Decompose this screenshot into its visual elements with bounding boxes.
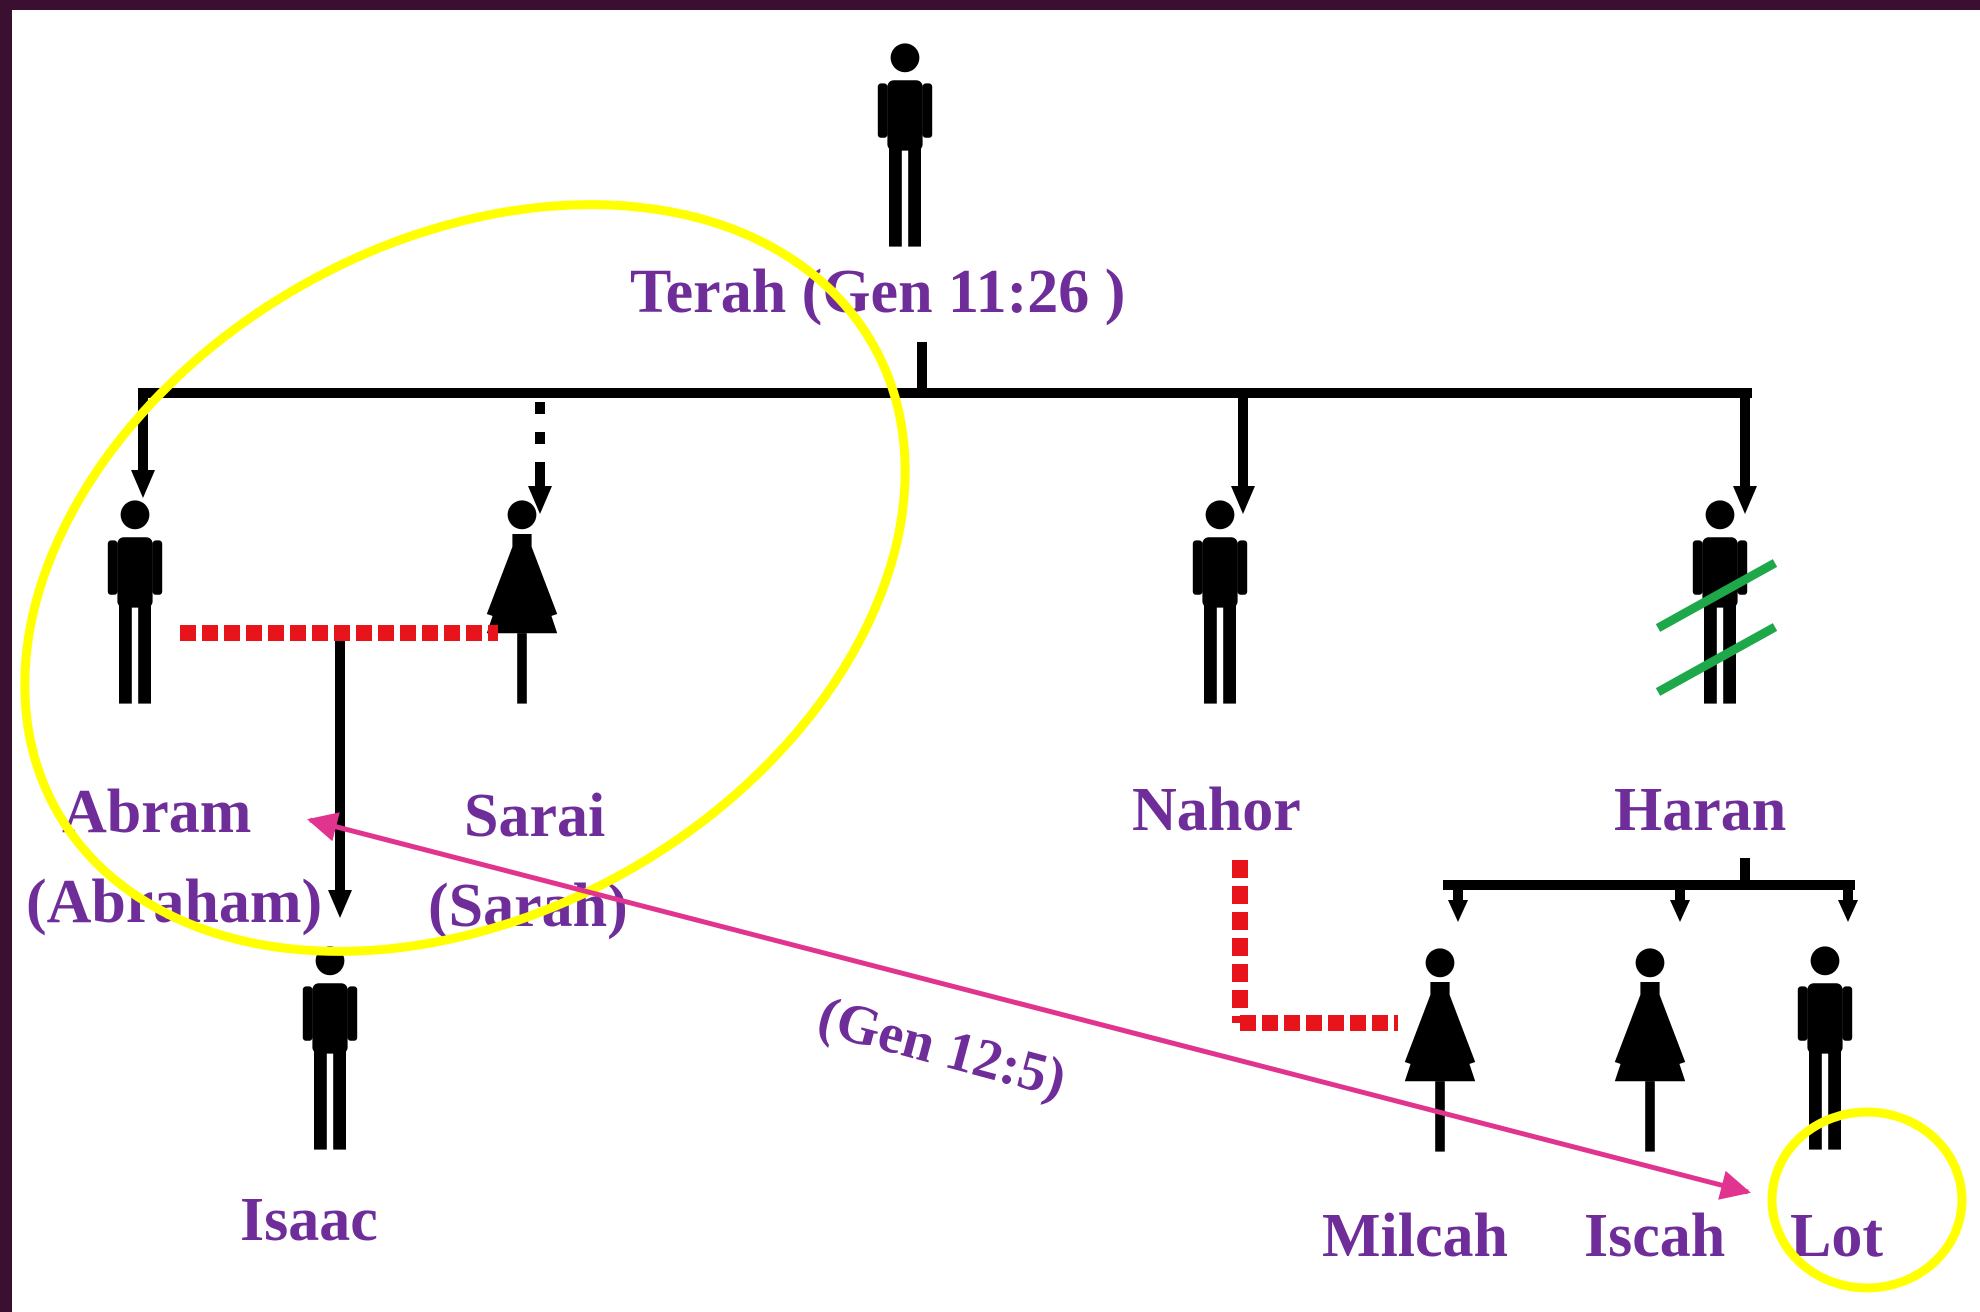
lot-label: Lot bbox=[1790, 1202, 1883, 1270]
abraham-label: (Abraham) bbox=[26, 868, 322, 936]
isaac-label: Isaac bbox=[240, 1186, 378, 1254]
sarai-label: Sarai bbox=[464, 782, 605, 850]
lot-highlight-circle bbox=[1767, 1107, 1967, 1293]
terah-label: Terah (Gen 11:26 ) bbox=[630, 258, 1125, 326]
canvas-background bbox=[12, 10, 1980, 1312]
abram-label: Abram bbox=[62, 778, 251, 846]
haran-deceased-marks bbox=[1655, 559, 1778, 696]
nahor-label: Nahor bbox=[1132, 776, 1301, 844]
milcah-label: Milcah bbox=[1322, 1202, 1508, 1270]
abram-lot-relation-arrow bbox=[307, 812, 1751, 1200]
iscah-label: Iscah bbox=[1584, 1202, 1725, 1270]
haran-label: Haran bbox=[1614, 776, 1786, 844]
terah-children-arrowheads bbox=[131, 470, 1757, 514]
